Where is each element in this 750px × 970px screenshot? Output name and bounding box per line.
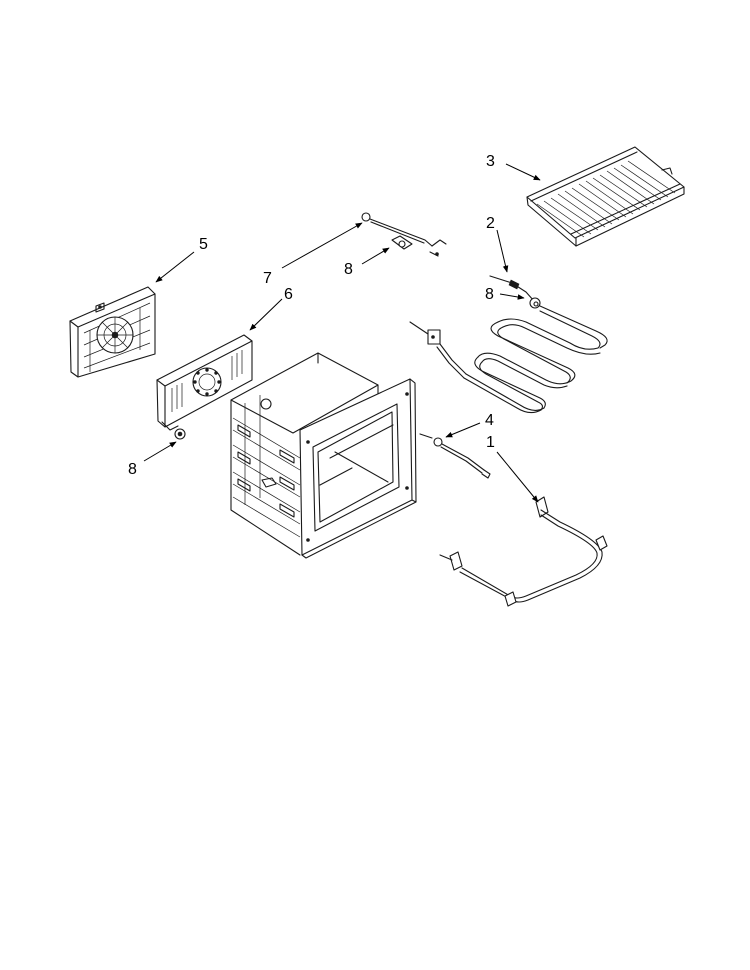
callout-1: 1 xyxy=(486,434,495,451)
callout-3: 3 xyxy=(486,153,495,170)
callout-5: 5 xyxy=(199,236,208,253)
bake-element xyxy=(439,496,608,607)
leader-3 xyxy=(505,163,541,181)
oven-rack xyxy=(526,146,685,247)
callout-8c: 8 xyxy=(128,461,137,478)
leader-6 xyxy=(249,298,283,331)
leader-lines xyxy=(143,163,541,503)
probe-wire xyxy=(419,433,491,479)
callout-2: 2 xyxy=(486,215,495,232)
leader-2 xyxy=(496,229,509,273)
leader-4 xyxy=(445,422,481,438)
callouts: 3 2 8 5 7 8 6 8 4 1 xyxy=(128,153,495,478)
oven-cavity xyxy=(230,352,417,559)
convection-fan-assembly xyxy=(69,286,156,378)
leader-8b xyxy=(361,247,390,265)
leader-8a xyxy=(499,293,525,300)
temperature-sensor xyxy=(361,212,447,257)
broil-element xyxy=(409,275,608,414)
leader-1 xyxy=(496,451,539,503)
fan-baffle-panel xyxy=(156,334,253,440)
callout-4: 4 xyxy=(485,412,494,429)
callout-6: 6 xyxy=(284,286,293,303)
leader-5 xyxy=(155,251,195,283)
leader-7 xyxy=(281,222,363,269)
callout-7: 7 xyxy=(263,270,272,287)
callout-8a: 8 xyxy=(485,286,494,303)
callout-8b: 8 xyxy=(344,261,353,278)
leader-8c xyxy=(143,441,177,462)
